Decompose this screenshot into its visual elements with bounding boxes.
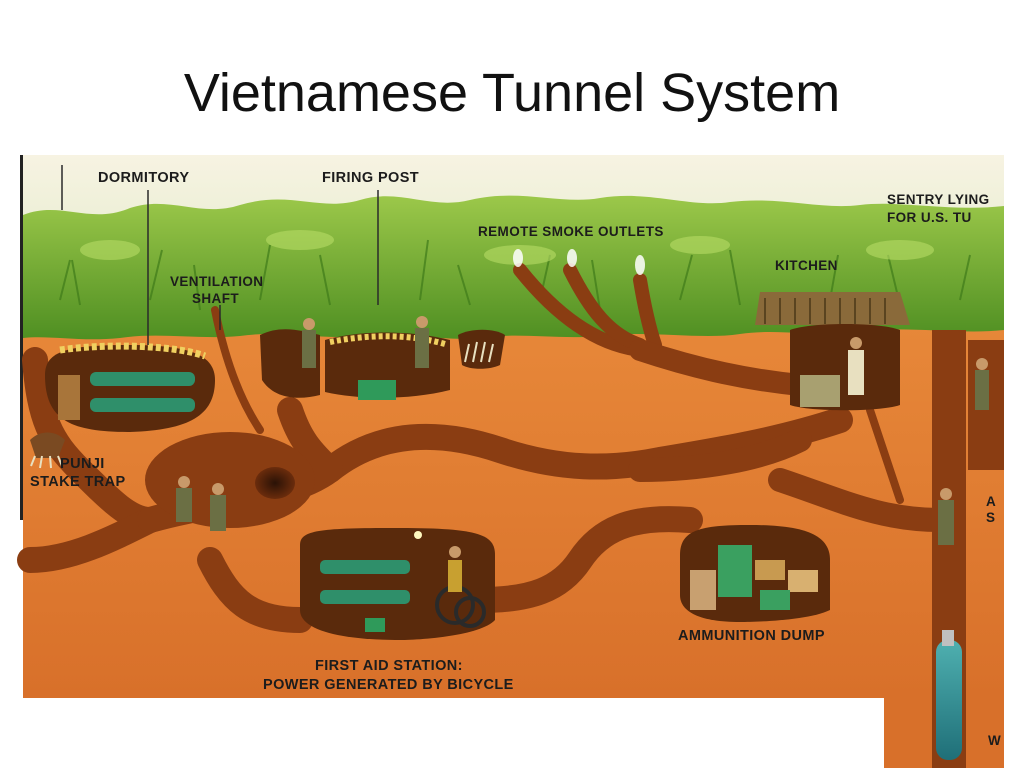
label-kitchen: KITCHEN (775, 258, 838, 273)
label-punji-line2: STAKE TRAP (30, 474, 126, 490)
jungle-foliage (59, 239, 971, 311)
smoke-outlets (513, 249, 645, 275)
label-edge-w: W (988, 733, 1001, 748)
ammunition-dump-chamber (680, 525, 830, 622)
left-border-line (20, 155, 23, 520)
punji-pit (458, 329, 505, 369)
kitchen-chamber (755, 292, 910, 411)
label-firing-post: FIRING POST (322, 170, 419, 186)
well-shaft (932, 330, 1004, 768)
label-sentry-line2: FOR U.S. TU (887, 210, 972, 225)
dormitory-chamber (45, 342, 215, 432)
label-ventilation-line1: VENTILATION (170, 274, 263, 289)
label-first-aid-line1: FIRST AID STATION: (315, 658, 463, 674)
label-dormitory: DORMITORY (98, 170, 189, 186)
label-punji-line1: PUNJI (60, 456, 105, 472)
first-aid-chamber (300, 528, 495, 640)
bottom-blank-area (23, 698, 884, 768)
label-remote-smoke-outlets: REMOTE SMOKE OUTLETS (478, 224, 664, 239)
label-edge-a: A (986, 494, 996, 509)
firing-post-chamber (260, 316, 450, 400)
punji-stake-trap-chamber (30, 432, 315, 531)
label-ammunition-dump: AMMUNITION DUMP (678, 628, 825, 644)
label-sentry-line1: SENTRY LYING (887, 192, 990, 207)
label-edge-s: S (986, 510, 995, 525)
slide-title: Vietnamese Tunnel System (183, 63, 841, 123)
leader-lines (61, 165, 379, 345)
label-ventilation-line2: SHAFT (192, 291, 239, 306)
label-first-aid-line2: POWER GENERATED BY BICYCLE (263, 677, 514, 693)
